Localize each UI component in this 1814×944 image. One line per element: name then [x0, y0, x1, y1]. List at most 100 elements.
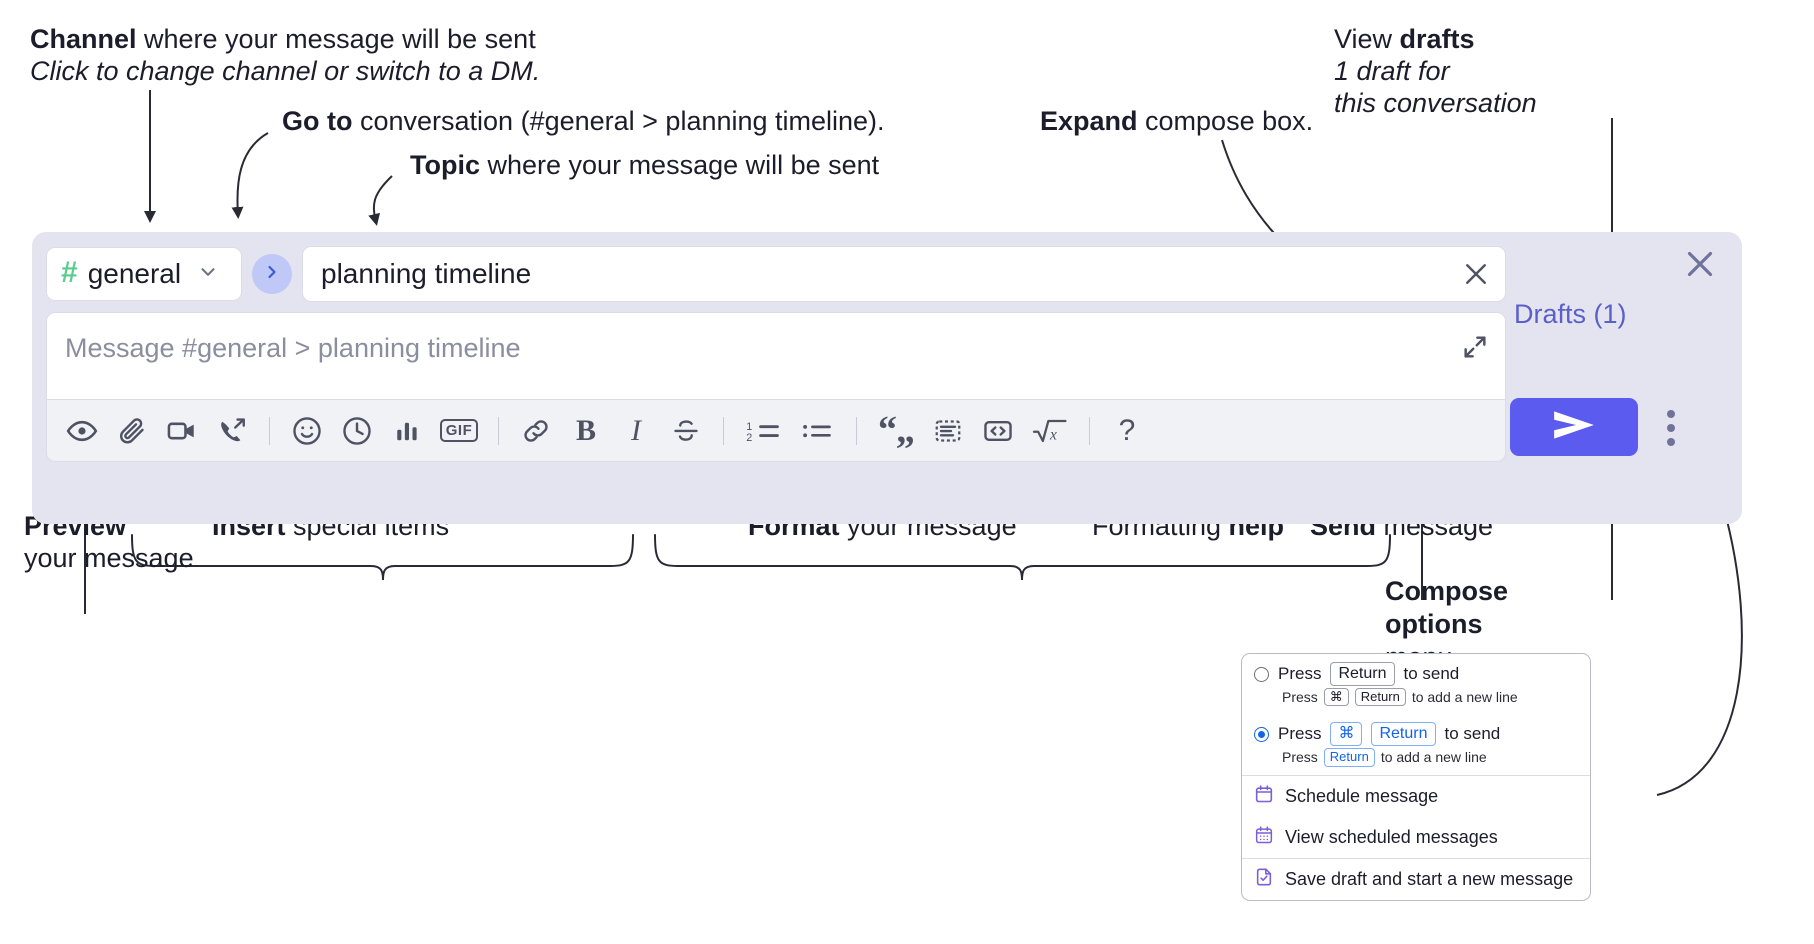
- annotation-drafts-sub2: this conversation: [1334, 87, 1537, 118]
- annotation-goto-bold: Go to: [282, 106, 353, 136]
- menu-item-label: Schedule message: [1285, 785, 1439, 806]
- annotation-goto-rest: conversation (#general > planning timeli…: [352, 106, 885, 136]
- annotation-drafts-bold: drafts: [1399, 24, 1475, 54]
- italic-button[interactable]: I: [631, 413, 641, 447]
- menu-item-schedule-message[interactable]: Schedule message: [1242, 776, 1590, 817]
- kebab-dot: [1667, 424, 1675, 432]
- toolbar-divider: [269, 416, 270, 445]
- menu-item-label: View scheduled messages: [1285, 826, 1498, 847]
- radio-option-return-sub: Press ⌘ Return to add a new line: [1242, 688, 1590, 714]
- compose-inner: # general planning timeline: [46, 246, 1506, 462]
- annotation-drafts-pre: View: [1334, 24, 1400, 54]
- compose-panel: # general planning timeline: [32, 232, 1742, 524]
- radio-option-return-to-send[interactable]: Press Return to send: [1242, 654, 1590, 688]
- annotation-compose-options-bold2: options: [1385, 608, 1483, 639]
- radio-button[interactable]: [1254, 666, 1269, 682]
- poll-button[interactable]: [384, 408, 430, 454]
- attach-button[interactable]: [109, 408, 155, 454]
- menu-item-label: Save draft and start a new message: [1285, 868, 1574, 889]
- annotation-channel-bold: Channel: [30, 24, 137, 54]
- preview-button[interactable]: [59, 408, 105, 454]
- radio-button-selected[interactable]: [1254, 726, 1269, 742]
- key-return: Return: [1323, 748, 1375, 767]
- toolbar-divider: [856, 416, 857, 445]
- reminder-button[interactable]: [334, 408, 380, 454]
- menu-divider: [1242, 774, 1590, 776]
- hash-icon: #: [61, 256, 78, 289]
- video-button[interactable]: [159, 408, 205, 454]
- annotation-channel-rest: where your message will be sent: [136, 24, 536, 54]
- compose-options-menu: Press Return to send Press ⌘ Return to a…: [1241, 653, 1591, 901]
- message-placeholder: Message #general > planning timeline: [65, 333, 521, 363]
- annotation-expand-rest: compose box.: [1137, 106, 1314, 136]
- key-return: Return: [1330, 662, 1395, 686]
- annotation-topic-rest: where your message will be sent: [480, 150, 880, 180]
- formatting-help-button[interactable]: ?: [1104, 408, 1150, 454]
- close-icon[interactable]: [1682, 246, 1718, 287]
- link-button[interactable]: [513, 408, 559, 454]
- gif-label: GIF: [439, 419, 479, 442]
- menu-item-view-scheduled-messages[interactable]: View scheduled messages: [1242, 817, 1590, 858]
- calendar-grid-icon: [1254, 825, 1274, 850]
- radio-text-post: to send: [1403, 664, 1460, 683]
- topic-input[interactable]: planning timeline: [302, 246, 1506, 302]
- annotation-topic-bold: Topic: [410, 150, 480, 180]
- annotation-drafts: View drafts 1 draft for this conversatio…: [1334, 24, 1537, 120]
- blockquote-button[interactable]: “„: [878, 409, 915, 452]
- expand-icon[interactable]: [1461, 333, 1489, 366]
- annotation-goto: Go to conversation (#general > planning …: [282, 106, 885, 138]
- annotation-compose-options-bold1: Compose: [1385, 576, 1509, 606]
- compose-options-button[interactable]: [1656, 406, 1686, 450]
- drafts-link[interactable]: Drafts (1): [1514, 299, 1627, 329]
- sub-text-pre: Press: [1282, 689, 1318, 706]
- topic-value: planning timeline: [321, 258, 532, 289]
- key-return: Return: [1371, 722, 1436, 747]
- channel-picker[interactable]: # general: [46, 247, 242, 301]
- emoji-button[interactable]: [284, 408, 330, 454]
- bulleted-list-button[interactable]: [792, 408, 842, 454]
- annotation-preview-sub: your message: [24, 542, 194, 573]
- menu-divider: [1242, 857, 1590, 859]
- annotation-channel: Channel where your message will be sent …: [30, 24, 540, 88]
- strikethrough-button[interactable]: [663, 408, 709, 454]
- svg-text:x: x: [1049, 426, 1057, 443]
- message-input[interactable]: Message #general > planning timeline: [46, 312, 1506, 400]
- ordered-list-button[interactable]: 1 2: [738, 408, 788, 454]
- question-mark-icon: ?: [1118, 413, 1136, 447]
- kebab-dot: [1667, 438, 1675, 446]
- key-command: ⌘: [1330, 722, 1363, 747]
- compose-right-column: Drafts (1): [1510, 246, 1724, 510]
- calendar-icon: [1254, 784, 1274, 809]
- topic-clear-close-icon[interactable]: [1461, 259, 1491, 289]
- send-button[interactable]: [1510, 398, 1638, 456]
- channel-name: general: [87, 258, 182, 289]
- goto-conversation-button[interactable]: [252, 254, 292, 294]
- key-return: Return: [1354, 688, 1406, 707]
- toolbar-divider: [723, 416, 724, 445]
- radio-option-cmd-return-sub: Press Return to add a new line: [1242, 748, 1590, 774]
- annotation-expand-bold: Expand: [1040, 106, 1138, 136]
- radio-text-pre: Press: [1278, 724, 1322, 744]
- compose-header-row: # general planning timeline: [46, 246, 1506, 302]
- sub-text-post: to add a new line: [1380, 749, 1487, 766]
- inline-code-button[interactable]: [975, 408, 1021, 454]
- svg-text:2: 2: [746, 432, 752, 444]
- kebab-dot: [1667, 410, 1675, 418]
- audio-button[interactable]: [209, 408, 255, 454]
- code-block-button[interactable]: [925, 408, 971, 454]
- sub-text-post: to add a new line: [1411, 689, 1518, 706]
- toolbar-divider: [498, 416, 499, 445]
- bold-button[interactable]: B: [575, 413, 596, 447]
- annotation-expand: Expand compose box.: [1040, 106, 1313, 138]
- chevron-down-icon: [197, 261, 219, 288]
- formatting-toolbar: GIF B I: [46, 400, 1506, 462]
- menu-item-save-draft[interactable]: Save draft and start a new message: [1242, 859, 1590, 900]
- annotation-drafts-sub1: 1 draft for: [1334, 55, 1450, 86]
- math-button[interactable]: x: [1025, 408, 1075, 454]
- radio-option-cmd-return-to-send[interactable]: Press ⌘ Return to send: [1242, 714, 1590, 748]
- sub-text-pre: Press: [1282, 749, 1318, 766]
- gif-button[interactable]: GIF: [434, 408, 484, 454]
- file-check-icon: [1254, 867, 1274, 892]
- key-command: ⌘: [1323, 688, 1349, 707]
